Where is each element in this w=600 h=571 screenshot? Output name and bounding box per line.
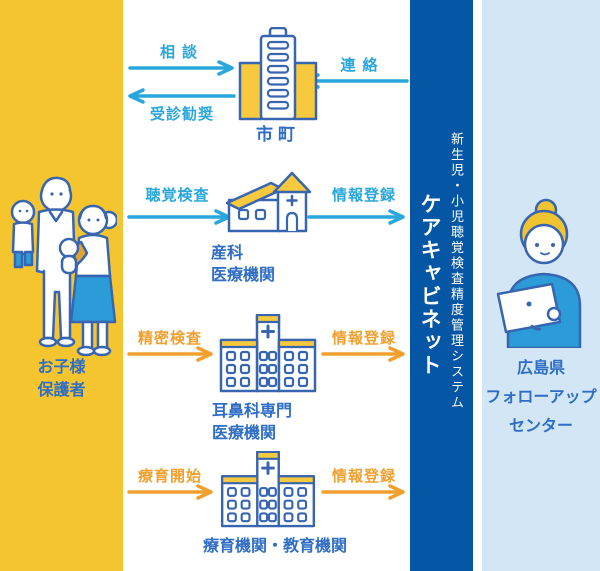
consult-arrow-label: 相談 — [159, 44, 204, 61]
rehab-label: 療育機関・教育機関 — [202, 538, 347, 555]
recommend-arrow-left-icon — [128, 88, 236, 104]
therapy-start-arrow-right-icon — [127, 484, 213, 500]
obstetric-label-line1: 産科 — [211, 245, 244, 262]
obstetric-label: 産科 医療機関 — [211, 243, 275, 287]
register-arrow-label-row4: 情報登録 — [331, 468, 396, 485]
family-illustration — [10, 176, 117, 357]
recommend-arrow-label: 受診勧奨 — [149, 106, 214, 123]
care-cabinet-subtitle: 新生児・小児聴覚検査精度管理システム — [449, 132, 464, 411]
followup-label-line1: 広島県 — [516, 360, 565, 377]
care-cabinet-bar — [410, 0, 473, 571]
register-arrow-label-row2: 情報登録 — [331, 187, 396, 204]
register-arrow-right-icon-row2 — [307, 209, 405, 225]
guardian-label-line1: お子様 — [37, 359, 86, 376]
followup-label: 広島県 フォローアップ センター — [482, 354, 600, 441]
followup-label-line3: センター — [508, 418, 573, 435]
register-arrow-right-icon-row3 — [321, 346, 405, 362]
register-arrow-right-icon-row4 — [321, 484, 405, 500]
ent-hospital-icon — [219, 314, 317, 393]
followup-label-line2: フォローアップ — [485, 389, 597, 406]
city-hall-icon — [238, 27, 318, 121]
ent-label-line1: 耳鼻科専門 — [212, 403, 293, 420]
therapy-start-arrow-label: 療育開始 — [137, 468, 202, 485]
obstetric-clinic-icon — [226, 171, 312, 233]
contact-arrow-label: 連絡 — [340, 57, 385, 74]
municipality-label: 市町 — [256, 125, 300, 144]
consult-arrow-right-icon — [128, 60, 234, 76]
obstetric-label-line2: 医療機関 — [211, 267, 276, 284]
rehab-facility-icon — [220, 451, 316, 528]
woman-laptop-illustration — [496, 198, 582, 348]
care-cabinet-title: ケアキャビネット — [418, 193, 441, 377]
register-arrow-label-row3: 情報登録 — [331, 330, 396, 347]
detailed-exam-arrow-label: 精密検査 — [137, 330, 202, 347]
hearing-test-arrow-label: 聴覚検査 — [145, 187, 210, 204]
hearing-test-arrow-right-icon — [127, 209, 231, 225]
ent-label-line2: 医療機関 — [212, 425, 277, 442]
guardian-label-line2: 保護者 — [37, 382, 86, 399]
detailed-exam-arrow-right-icon — [127, 346, 213, 362]
ent-label: 耳鼻科専門 医療機関 — [212, 401, 292, 445]
guardian-label: お子様 保護者 — [0, 356, 123, 402]
